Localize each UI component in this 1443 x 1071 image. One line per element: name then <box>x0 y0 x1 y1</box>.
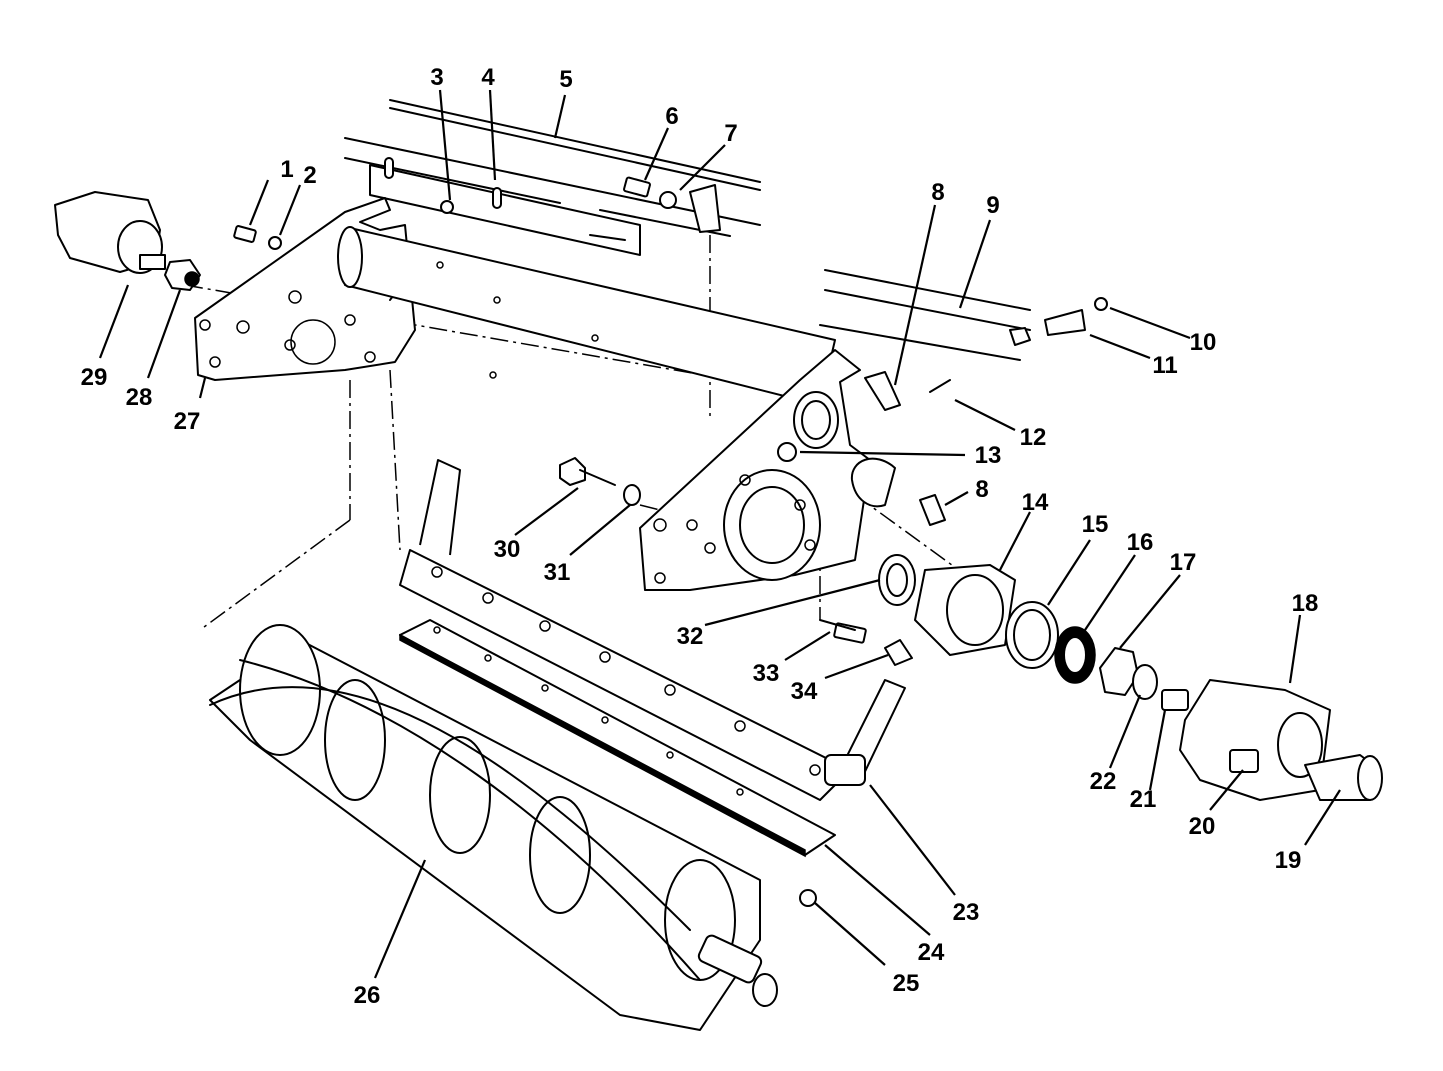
callout-21: 21 <box>1130 786 1157 813</box>
callout-25: 25 <box>893 970 920 997</box>
small-hardware <box>233 176 946 526</box>
callout-10: 10 <box>1190 329 1217 356</box>
callout-31: 31 <box>544 559 571 586</box>
callout-33: 33 <box>753 660 780 687</box>
callout-7: 7 <box>724 120 737 147</box>
callout-9: 9 <box>986 192 999 219</box>
right-side-plate <box>639 349 896 591</box>
cutting-reel <box>209 624 778 1031</box>
bolts <box>559 457 856 631</box>
callout-13: 13 <box>975 442 1002 469</box>
bearing-assembly <box>799 554 1189 907</box>
end-cover <box>1179 679 1383 801</box>
callout-28: 28 <box>126 384 153 411</box>
callout-23: 23 <box>953 899 980 926</box>
callout-16: 16 <box>1127 529 1154 556</box>
bedknife <box>399 619 836 858</box>
callout-32: 32 <box>677 623 704 650</box>
callout-17: 17 <box>1170 549 1197 576</box>
callout-15: 15 <box>1082 511 1109 538</box>
hydraulic-motor <box>54 191 201 291</box>
bedknife-bar <box>399 459 906 801</box>
callout-1: 1 <box>280 156 293 183</box>
callout-19: 19 <box>1275 847 1302 874</box>
callout-3: 3 <box>430 64 443 91</box>
callout-5: 5 <box>559 66 572 93</box>
callout-8-lower: 8 <box>975 476 988 503</box>
callout-labels: 1 2 3 4 5 6 7 8 8 9 10 11 12 13 14 15 16… <box>81 64 1319 1009</box>
callout-4: 4 <box>481 64 495 91</box>
leader-lines <box>98 89 1341 979</box>
callout-8-top: 8 <box>931 179 944 206</box>
rear-shaft <box>819 269 1108 393</box>
callout-26: 26 <box>354 982 381 1009</box>
callout-30: 30 <box>494 536 521 563</box>
roller-bar-assembly <box>344 99 761 256</box>
callout-12: 12 <box>1020 424 1047 451</box>
callout-2: 2 <box>303 162 316 189</box>
callout-29: 29 <box>81 364 108 391</box>
callout-22: 22 <box>1090 768 1117 795</box>
callout-14: 14 <box>1022 489 1049 516</box>
callout-34: 34 <box>791 678 818 705</box>
callout-11: 11 <box>1152 352 1177 379</box>
callout-6: 6 <box>665 103 678 130</box>
callout-18: 18 <box>1292 590 1319 617</box>
callout-27: 27 <box>174 408 201 435</box>
callout-20: 20 <box>1189 813 1216 840</box>
callout-24: 24 <box>918 939 945 966</box>
